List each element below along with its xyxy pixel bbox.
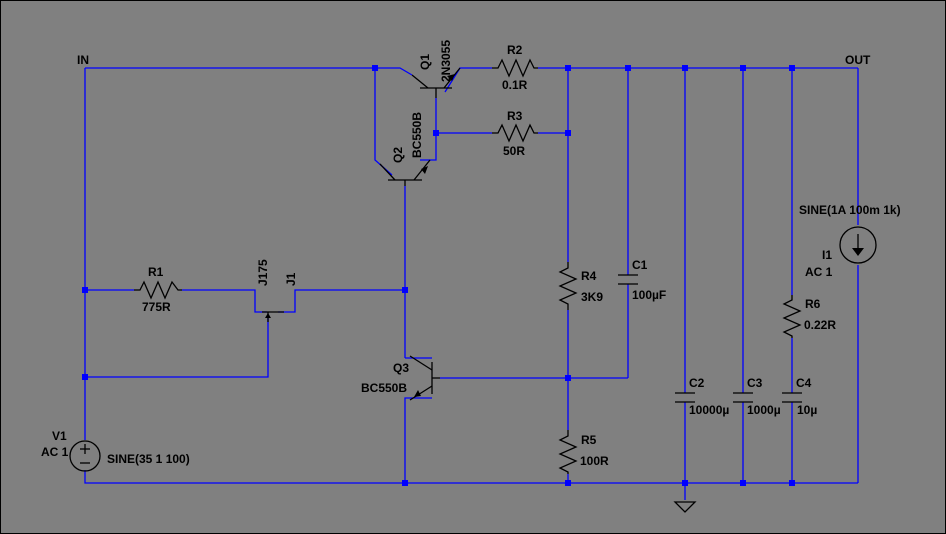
label-i1-name: I1 bbox=[822, 248, 832, 262]
label-r3-value: 50R bbox=[503, 144, 525, 158]
transistor-q3[interactable] bbox=[409, 355, 440, 401]
junction bbox=[372, 65, 378, 71]
wires bbox=[84, 67, 859, 500]
junction bbox=[402, 480, 408, 486]
label-j1-value: J175 bbox=[256, 259, 270, 286]
junction bbox=[789, 480, 795, 486]
emitter-arrow-icon bbox=[447, 74, 455, 81]
label-r4-value: 3K9 bbox=[581, 290, 603, 304]
label-q3-name: Q3 bbox=[393, 361, 409, 375]
label-c1-value: 100µF bbox=[632, 288, 666, 302]
label-r6-name: R6 bbox=[805, 297, 821, 311]
label-j1-name: J1 bbox=[284, 272, 298, 286]
resistor-r2[interactable] bbox=[492, 58, 538, 78]
net-label-in: IN bbox=[77, 53, 89, 67]
wire-j1-gate bbox=[85, 318, 269, 378]
label-r5-name: R5 bbox=[581, 433, 597, 447]
net-label-out: OUT bbox=[845, 53, 871, 67]
emitter-arrow-icon bbox=[421, 166, 428, 174]
label-r1-name: R1 bbox=[148, 265, 164, 279]
wire-q1-base bbox=[420, 98, 437, 161]
transistor-q2[interactable] bbox=[379, 159, 431, 186]
junction bbox=[82, 287, 88, 293]
resistor-r6[interactable] bbox=[782, 295, 802, 338]
label-r2-value: 0.1R bbox=[502, 78, 528, 92]
junction bbox=[565, 65, 571, 71]
junction bbox=[625, 65, 631, 71]
wire-r1-right bbox=[182, 289, 267, 313]
wire-ground-rail bbox=[84, 470, 858, 484]
current-arrow-icon bbox=[852, 248, 864, 256]
label-q2-name: Q2 bbox=[391, 147, 405, 163]
transistor-q1[interactable] bbox=[411, 67, 461, 98]
emitter-arrow-icon bbox=[414, 390, 421, 397]
label-r3-name: R3 bbox=[507, 109, 523, 123]
label-q3-value: BC550B bbox=[361, 381, 407, 395]
label-q1-name: Q1 bbox=[418, 54, 432, 70]
label-i1-ac: AC 1 bbox=[805, 265, 833, 279]
label-q1-value: 2N3055 bbox=[439, 40, 453, 82]
label-c4-value: 10µ bbox=[797, 403, 817, 417]
capacitor-c4[interactable] bbox=[782, 392, 802, 403]
junction bbox=[433, 130, 439, 136]
junction bbox=[682, 65, 688, 71]
wire-q3-emitter bbox=[404, 397, 432, 483]
junction bbox=[565, 130, 571, 136]
label-c1-name: C1 bbox=[632, 258, 648, 272]
ground-icon bbox=[673, 501, 697, 513]
label-q2-value: BC550B bbox=[410, 112, 424, 158]
label-c2-value: 10000µ bbox=[689, 403, 729, 417]
junction bbox=[682, 480, 688, 486]
voltage-source-v1[interactable] bbox=[69, 440, 101, 472]
label-c2-name: C2 bbox=[689, 376, 705, 390]
junction bbox=[402, 287, 408, 293]
label-v1-value: SINE(35 1 100) bbox=[107, 452, 190, 466]
label-r6-value: 0.22R bbox=[804, 318, 836, 332]
gate-arrow-icon bbox=[265, 313, 271, 318]
label-v1-ac: AC 1 bbox=[41, 445, 69, 459]
label-r2-name: R2 bbox=[507, 43, 523, 57]
label-c3-name: C3 bbox=[747, 376, 763, 390]
label-r5-value: 100R bbox=[580, 454, 609, 468]
junction bbox=[740, 65, 746, 71]
label-c4-name: C4 bbox=[796, 376, 812, 390]
junction bbox=[565, 375, 571, 381]
label-i1-value: SINE(1A 100m 1k) bbox=[799, 203, 901, 217]
resistor-r5[interactable] bbox=[558, 430, 578, 474]
label-v1-name: V1 bbox=[52, 429, 67, 443]
resistor-r1[interactable] bbox=[134, 280, 182, 300]
junction bbox=[740, 480, 746, 486]
capacitor-c2[interactable] bbox=[675, 392, 695, 403]
capacitor-c3[interactable] bbox=[733, 392, 753, 403]
junctions bbox=[82, 65, 795, 486]
current-source-i1[interactable] bbox=[839, 226, 877, 264]
label-c3-value: 1000µ bbox=[747, 403, 781, 417]
label-r4-name: R4 bbox=[581, 269, 597, 283]
junction bbox=[565, 480, 571, 486]
junction bbox=[82, 374, 88, 380]
label-r1-value: 775R bbox=[142, 300, 171, 314]
capacitor-c1[interactable] bbox=[618, 274, 638, 285]
resistor-r4[interactable] bbox=[558, 262, 578, 310]
wire-in-rail bbox=[85, 67, 413, 76]
wire-j1-drain bbox=[278, 289, 405, 313]
junction bbox=[789, 65, 795, 71]
resistor-r3[interactable] bbox=[492, 123, 538, 143]
jfet-j1[interactable] bbox=[262, 311, 284, 322]
